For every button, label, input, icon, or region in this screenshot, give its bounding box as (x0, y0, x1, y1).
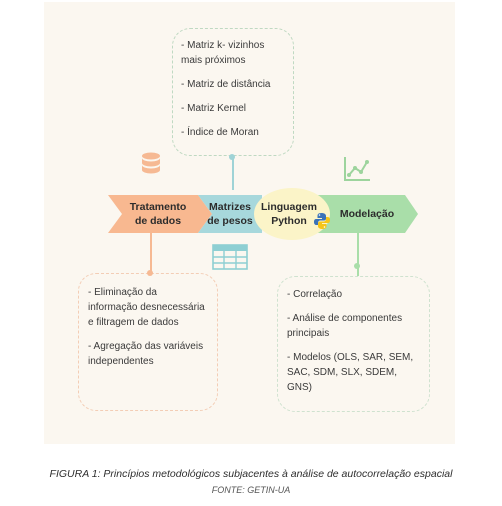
top-connector-dot (229, 154, 235, 160)
stage-shape-python (254, 188, 330, 240)
table-grid-icon (212, 244, 248, 270)
top-box-item: - Matriz k- vizinhos mais próximos (181, 40, 265, 66)
top-connector (232, 156, 234, 190)
stage-shape-weight-matrices (198, 195, 262, 233)
stage-label-data-treatment: Tratamento de dados (129, 201, 187, 227)
line-chart-icon (344, 157, 370, 181)
right-connector-dot (354, 263, 360, 269)
right-connector (357, 233, 359, 276)
modeling-box: - Correlação - Análise de componentes pr… (277, 276, 430, 412)
figure-source: FONTE: GETIN-UA (211, 485, 291, 495)
database-icon (142, 152, 160, 174)
right-box-item: - Modelos (OLS, SAR, SEM, SAC, SDM, SLX,… (287, 352, 414, 393)
top-box-item: - Índice de Moran (181, 127, 259, 138)
top-box-item: - Matriz Kernel (181, 103, 247, 114)
left-box-item: - Agregação das variáveis independentes (88, 341, 204, 367)
stage-label-modeling: Modelação (339, 208, 395, 220)
left-connector-dot (147, 270, 153, 276)
stage-shape-data-treatment (108, 195, 212, 233)
python-logo-icon (314, 213, 330, 229)
stage-label-python: Linguagem Python (260, 201, 317, 227)
left-connector (150, 233, 152, 273)
figure-caption: FIGURA 1: Princípios metodológicos subja… (49, 468, 453, 480)
left-box-item: - Eliminação da informação desnecessária… (88, 287, 205, 328)
top-box-item: - Matriz de distância (181, 79, 271, 90)
stage-label-weight-matrices: Matrizes de pesos (207, 201, 253, 227)
right-box-item: - Correlação (287, 289, 343, 300)
stage-shape-modeling-tip (405, 195, 418, 233)
right-box-item: - Análise de componentes principais (287, 313, 403, 339)
